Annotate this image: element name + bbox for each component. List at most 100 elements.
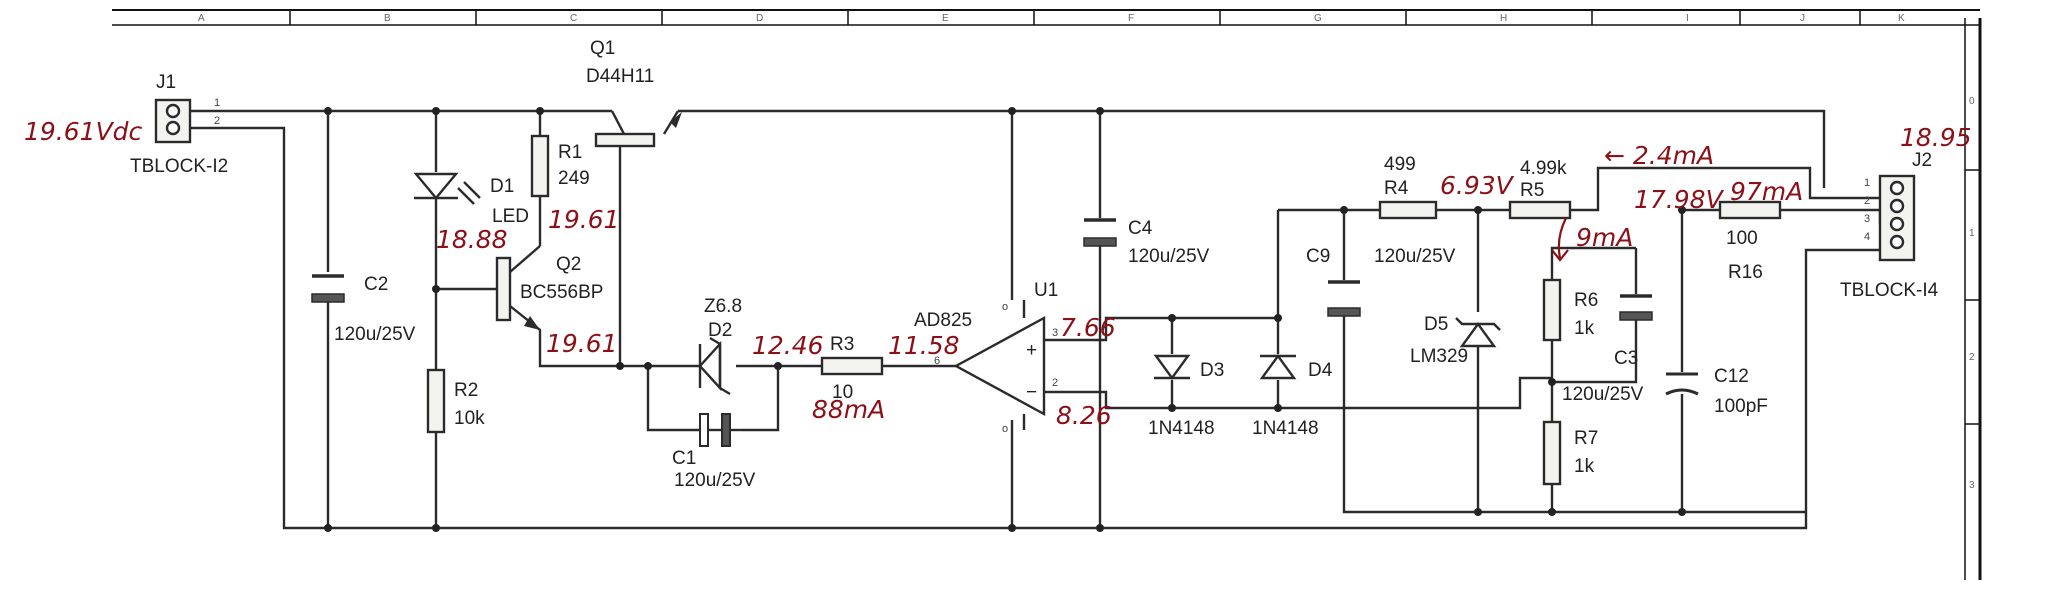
c4-value: 120u/25V <box>1128 246 1210 267</box>
note-j1-voltage: 19.61Vdc <box>24 117 143 146</box>
r7-value: 1k <box>1574 456 1595 477</box>
grid-row-0: 0 <box>1969 96 1975 107</box>
grid-col-j: J <box>1800 13 1805 24</box>
note-d2-voltage: 12.46 <box>752 331 824 360</box>
r3-resistor <box>820 356 884 376</box>
j2-ref: J2 <box>1912 150 1932 171</box>
grid-col-f: F <box>1128 13 1134 24</box>
svg-text:+: + <box>1026 340 1037 361</box>
r1-resistor <box>530 134 550 198</box>
d2-ref: D2 <box>708 320 732 341</box>
r6-ref: R6 <box>1574 290 1598 311</box>
c12-ref: C12 <box>1714 366 1749 387</box>
u1-ref: U1 <box>1034 280 1058 301</box>
q2-value: BC556BP <box>520 282 603 303</box>
note-r3-voltage: 11.58 <box>888 331 960 360</box>
note-r16-current: 97mA <box>1730 177 1803 206</box>
r2-value: 10k <box>454 408 485 429</box>
r5-value: 4.99k <box>1520 158 1567 179</box>
note-r4-voltage: 6.93V <box>1440 171 1515 200</box>
u1-value: AD825 <box>914 310 972 331</box>
d5-ref: D5 <box>1424 314 1448 335</box>
j2-value: TBLOCK-I4 <box>1840 280 1939 301</box>
j1-pin1: 1 <box>214 97 220 109</box>
c9-value: 120u/25V <box>1374 246 1456 267</box>
d1-led <box>413 172 481 205</box>
note-u1-pin2-voltage: 8.26 <box>1056 401 1112 430</box>
wires <box>190 109 1882 530</box>
grid-col-d: D <box>756 13 763 24</box>
grid-col-i: I <box>1686 13 1689 24</box>
r6-value: 1k <box>1574 318 1595 339</box>
grid-col-b: B <box>384 13 391 24</box>
j1-pin2: 2 <box>214 115 220 127</box>
r3-ref: R3 <box>830 334 854 355</box>
r16-resistor <box>1718 200 1782 220</box>
r2-ref: R2 <box>454 380 478 401</box>
c3-capacitor <box>1619 294 1653 321</box>
c9-ref: C9 <box>1306 246 1330 267</box>
grid-col-k: K <box>1898 13 1905 24</box>
r6-current-arrow-icon <box>1551 217 1569 262</box>
u1-pin3: 3 <box>1052 327 1058 339</box>
note-r16-voltage: 17.98V <box>1634 185 1725 214</box>
q2-transistor <box>495 256 540 330</box>
c12-capacitor <box>1665 372 1699 396</box>
r4-ref: R4 <box>1384 178 1409 199</box>
c1-capacitor <box>699 413 742 447</box>
j1-connector <box>154 98 192 144</box>
j2-pin1: 1 <box>1864 177 1870 189</box>
q1-ref: Q1 <box>590 38 615 59</box>
d1-value: LED <box>492 206 529 227</box>
j1-value: TBLOCK-I2 <box>130 156 228 177</box>
r4-resistor <box>1378 200 1438 220</box>
d5-value: LM329 <box>1410 346 1468 367</box>
r16-value: 100 <box>1726 228 1758 249</box>
note-d1-voltage: 18.88 <box>436 225 508 254</box>
note-u1-pin3-voltage: 7.66 <box>1060 313 1116 342</box>
c2-value: 120u/25V <box>334 324 416 345</box>
svg-text:o: o <box>1002 301 1008 313</box>
r7-resistor <box>1542 420 1562 486</box>
r2-resistor <box>426 368 446 434</box>
r4-value: 499 <box>1384 154 1416 175</box>
c4-capacitor <box>1083 218 1117 247</box>
grid-row-1: 1 <box>1969 228 1975 239</box>
d4-value: 1N4148 <box>1252 418 1319 439</box>
c9-capacitor <box>1327 280 1361 317</box>
c3-ref: C3 <box>1614 348 1638 369</box>
d5-reference-diode <box>1455 317 1501 348</box>
d2-zener <box>698 336 731 396</box>
j2-pin4: 4 <box>1864 231 1870 243</box>
u1-pin6: 6 <box>934 355 940 367</box>
note-j2-voltage: 18.95 <box>1900 123 1972 152</box>
grid-col-g: G <box>1314 13 1322 24</box>
grid-col-a: A <box>198 13 205 24</box>
c12-value: 100pF <box>1714 396 1768 417</box>
r16-ref: R16 <box>1728 262 1763 283</box>
note-r6-current: 9mA <box>1576 223 1633 252</box>
note-r5-current: ← 2.4mA <box>1604 141 1714 170</box>
j1-ref: J1 <box>156 72 176 93</box>
grid-col-h: H <box>1500 13 1507 24</box>
c4-ref: C4 <box>1128 218 1153 239</box>
r5-resistor <box>1508 200 1572 220</box>
j2-connector <box>1878 174 1916 262</box>
grid-col-e: E <box>942 13 949 24</box>
svg-text:o: o <box>1002 423 1008 435</box>
q1-transistor <box>594 110 682 148</box>
grid-col-c: C <box>570 13 577 24</box>
c1-value: 120u/25V <box>674 470 756 491</box>
d3-ref: D3 <box>1200 360 1224 381</box>
junctions <box>324 107 1686 532</box>
note-r3-current: 88mA <box>812 395 885 424</box>
c1-ref: C1 <box>672 448 696 469</box>
d2-value: Z6.8 <box>704 296 742 317</box>
r5-ref: R5 <box>1520 180 1544 201</box>
drawing-frame <box>112 9 1982 580</box>
c2-capacitor <box>311 274 345 303</box>
note-r1-voltage: 19.61 <box>548 205 620 234</box>
q2-ref: Q2 <box>556 254 581 275</box>
grid-row-3: 3 <box>1969 480 1975 491</box>
